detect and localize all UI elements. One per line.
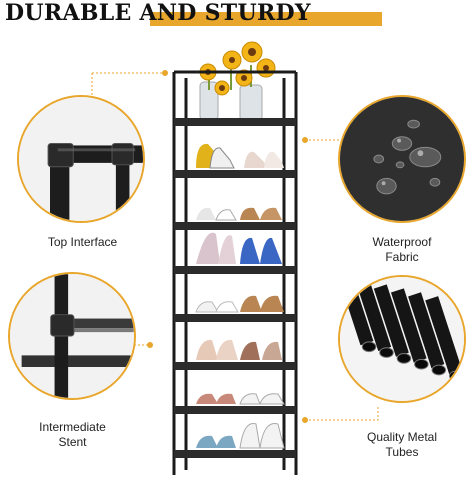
tubes-caption-line2: Tubes xyxy=(385,445,419,459)
shoes xyxy=(195,143,285,449)
metal-tubes-circle xyxy=(338,275,466,403)
intermediate-stent-circle xyxy=(8,272,136,400)
waterproof-caption-line1: Waterproof xyxy=(372,235,432,249)
rack-tube-joint-icon xyxy=(19,97,143,221)
waterproof-fabric-circle xyxy=(338,95,466,223)
page-title: DURABLE AND STURDY xyxy=(5,0,311,26)
rack-shelves xyxy=(174,118,296,458)
intermediate-caption-line1: Intermediate xyxy=(39,420,106,434)
title-accent-bar xyxy=(150,12,382,26)
intermediate-caption-line2: Stent xyxy=(58,435,87,449)
top-interface-caption: Top Interface xyxy=(47,235,118,249)
tubes-caption-line1: Quality Metal xyxy=(366,430,438,444)
waterproof-caption-line2: Fabric xyxy=(385,250,419,264)
stent-joint-icon xyxy=(10,274,134,398)
shoe-rack-illustration xyxy=(172,41,298,475)
top-interface-circle xyxy=(17,95,145,223)
metal-tubes-icon xyxy=(340,277,464,401)
waterproof-fabric-icon xyxy=(340,97,464,221)
waterproof-fabric-caption: Waterproof Fabric xyxy=(338,235,466,265)
title-band: DURABLE AND STURDY xyxy=(0,0,467,32)
intermediate-stent-caption: Intermediate Stent xyxy=(10,420,135,450)
sunflower-vase-icon xyxy=(199,41,276,122)
metal-tubes-caption: Quality Metal Tubes xyxy=(338,430,466,460)
